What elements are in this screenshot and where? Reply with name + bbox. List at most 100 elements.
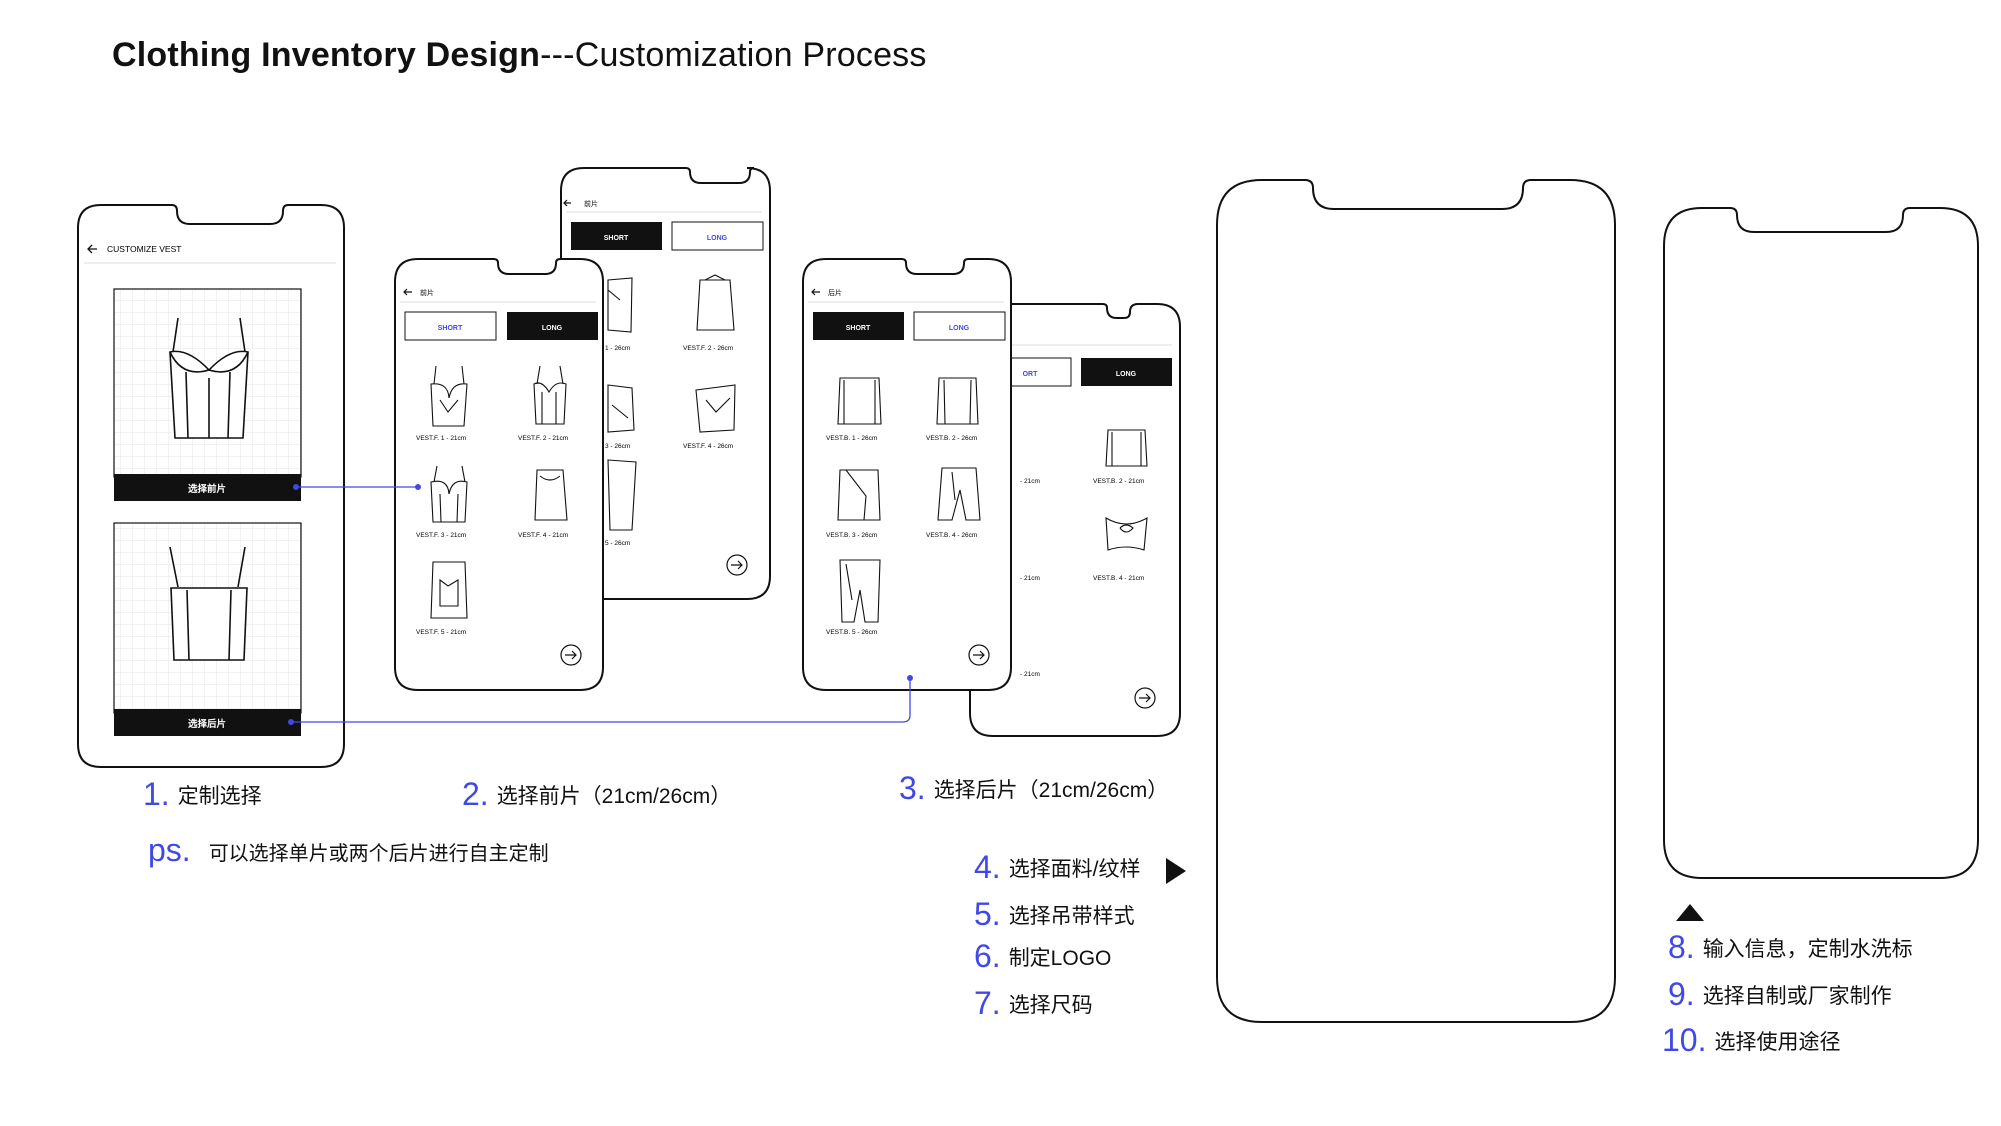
item-label: VEST.B. 1 - 26cm (826, 435, 877, 442)
step-number: 6. (974, 938, 1001, 974)
tab-long-label: LONG (707, 235, 728, 242)
step-text: 输入信息，定制水洗标 (1702, 938, 1913, 961)
item-label: VEST.B. 2 - 26cm (926, 435, 977, 442)
back-arrow-icon[interactable] (403, 288, 412, 296)
next-arrow-icon[interactable] (1134, 687, 1156, 709)
item-label: VEST.B. 4 - 21cm (1093, 575, 1144, 582)
item-label: VEST.F. 2 - 26cm (683, 345, 733, 352)
tab-long[interactable] (507, 312, 598, 340)
step-text: 选择吊带样式 (1008, 905, 1135, 928)
tab-short-label: SHORT (604, 235, 629, 242)
step-2: 2. 选择前片（21cm/26cm） (462, 776, 731, 813)
tab-long-label: LONG (542, 325, 563, 332)
step-number: 10. (1662, 1022, 1707, 1058)
select-front-label: 选择前片 (188, 483, 226, 495)
tab-short[interactable] (404, 311, 497, 341)
step-text: 选择使用途径 (1714, 1031, 1841, 1054)
select-front-button[interactable] (114, 474, 301, 501)
tab-long-label: LONG (1116, 371, 1137, 378)
next-arrow-icon[interactable] (968, 644, 990, 666)
step-number: 2. (462, 776, 489, 812)
step-text: 可以选择单片或两个后片进行自主定制 (208, 843, 549, 865)
step-text: 选择尺码 (1008, 994, 1093, 1017)
back-label: 前片 (584, 199, 598, 208)
item-label: VEST.F. 2 - 21cm (518, 435, 568, 442)
next-arrow-icon[interactable] (560, 644, 582, 666)
item-label: VEST.B. 2 - 21cm (1093, 478, 1144, 485)
step-number: 5. (974, 896, 1001, 932)
step-text: 选择前片（21cm/26cm） (496, 785, 732, 808)
step-7: 7. 选择尺码 (974, 985, 1093, 1022)
item-label: - 21cm (1020, 575, 1040, 582)
step-number: 4. (974, 849, 1001, 885)
step-number: 9. (1668, 976, 1695, 1012)
vest-front-illustration (169, 317, 249, 439)
tab-short[interactable] (813, 312, 904, 340)
tab-long[interactable] (671, 221, 764, 251)
step-number: 7. (974, 985, 1001, 1021)
tab-long-label: LONG (949, 325, 970, 332)
item-label: VEST.B. 5 - 26cm (826, 629, 877, 636)
item-label: 1 - 26cm (605, 345, 630, 352)
step-number: 8. (1668, 929, 1695, 965)
vest-back-illustration (169, 546, 248, 661)
step-text: 制定LOGO (1008, 947, 1112, 970)
connector-back (288, 675, 913, 725)
step-number: 1. (143, 776, 170, 812)
connector-front (293, 484, 421, 490)
tab-short-label: SHORT (438, 325, 463, 332)
item-label: VEST.F. 4 - 26cm (683, 443, 733, 450)
item-label: VEST.F. 4 - 21cm (518, 532, 568, 539)
step-8: 8. 输入信息，定制水洗标 (1668, 929, 1913, 966)
back-label: 后片 (828, 288, 842, 297)
phone-front-long: 前片 SHORT LONG 1 - 26cm VEST.F. 2 - 26cm … (560, 167, 771, 600)
title-sub: ---Customization Process (540, 36, 927, 74)
phone-frame (969, 303, 1181, 737)
select-back-label: 选择后片 (188, 718, 226, 730)
item-label: - 21cm (1020, 478, 1040, 485)
step-6: 6. 制定LOGO (974, 938, 1111, 975)
step-text: 选择面料/纹样 (1008, 858, 1141, 881)
step-text: 选择后片（21cm/26cm） (933, 779, 1169, 802)
step-text: 选择自制或厂家制作 (1702, 985, 1892, 1008)
customize-header: CUSTOMIZE VEST (107, 244, 181, 254)
step-number: 3. (899, 770, 926, 806)
tab-short-label: SHORT (846, 325, 871, 332)
triangle-up-icon (1676, 904, 1704, 921)
back-label: 前片 (420, 288, 434, 297)
tab-long[interactable] (1081, 358, 1172, 386)
phone-frame-blank-large (1216, 179, 1616, 1023)
item-label: - 21cm (1020, 671, 1040, 678)
step-4: 4. 选择面料/纹样 (974, 849, 1141, 886)
select-back-button[interactable] (114, 709, 301, 736)
step-5: 5. 选择吊带样式 (974, 896, 1135, 933)
phone-back-short: ORT LONG - 21cm VEST.B. 2 - 21cm - 21cm … (969, 303, 1181, 737)
step-1: 1. 定制选择 (143, 776, 262, 813)
tab-long[interactable] (913, 311, 1006, 341)
title-main: Clothing Inventory Design (112, 36, 541, 74)
step-9: 9. 选择自制或厂家制作 (1668, 976, 1892, 1013)
tab-short-label: ORT (1023, 371, 1039, 378)
phone-customize: CUSTOMIZE VEST 选择前片 选择后片 (77, 204, 345, 768)
step-10: 10. 选择使用途径 (1662, 1022, 1840, 1059)
item-label: VEST.F. 3 - 21cm (416, 532, 466, 539)
item-label: VEST.F. 1 - 21cm (416, 435, 466, 442)
item-label: 3 - 26cm (605, 443, 630, 450)
phone-back-long: 后片 SHORT LONG VEST.B. 1 - 26cm VEST.B. 2… (802, 258, 1012, 691)
back-arrow-icon[interactable] (811, 288, 820, 296)
page-title: Clothing Inventory Design---Customizatio… (112, 36, 927, 75)
item-label: 5 - 26cm (605, 540, 630, 547)
step-ps: ps. 可以选择单片或两个后片进行自主定制 (148, 832, 549, 869)
phone-front-short: 前片 SHORT LONG VEST.F. 1 - 21cm VEST.F. 2… (394, 258, 604, 691)
item-label: VEST.B. 3 - 26cm (826, 532, 877, 539)
phone-frame-blank-small (1663, 207, 1979, 879)
step-3: 3. 选择后片（21cm/26cm） (899, 770, 1168, 807)
item-label: VEST.F. 5 - 21cm (416, 629, 466, 636)
triangle-right-icon (1166, 858, 1186, 884)
back-arrow-icon[interactable] (87, 244, 97, 254)
next-arrow-icon[interactable] (726, 554, 748, 576)
step-number: ps. (148, 832, 191, 868)
tab-short[interactable] (571, 222, 662, 250)
step-text: 定制选择 (177, 785, 262, 808)
